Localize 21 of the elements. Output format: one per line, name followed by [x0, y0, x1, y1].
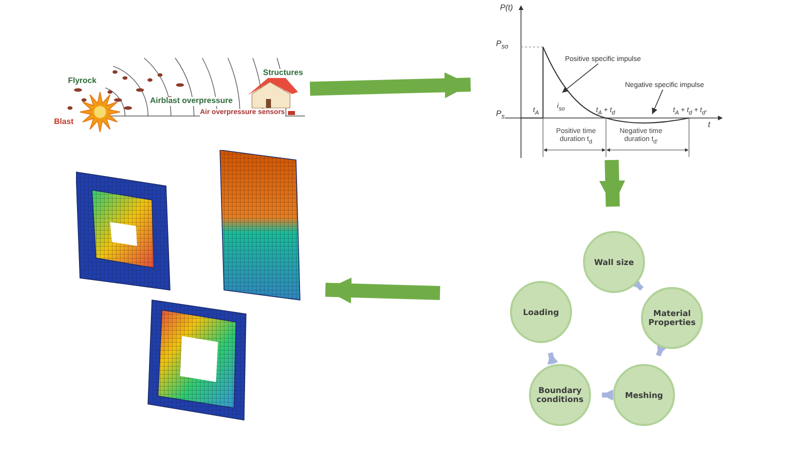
arrow: [325, 278, 440, 304]
leader-line: [562, 63, 599, 93]
process-circle: Material Properties: [641, 287, 703, 349]
axis-label: P$_{so}$: [496, 40, 508, 51]
process-circle: Wall size: [583, 231, 645, 293]
axis-label: P(t): [500, 4, 513, 13]
arrow: [599, 160, 626, 207]
axis-label: t: [708, 121, 710, 130]
arrow: [602, 390, 613, 400]
arrow: [656, 343, 668, 356]
illustration-label: Blast: [54, 118, 74, 127]
arrow: [310, 72, 471, 98]
process-circle: Loading: [510, 281, 572, 343]
illustration-label: Flyrock: [68, 77, 96, 86]
process-circle: Boundary conditions: [529, 364, 591, 426]
arrow: [547, 352, 558, 365]
leader-line: [652, 89, 664, 114]
axis-label: P$_{s}$: [496, 110, 505, 121]
illustration-label: Structures: [263, 69, 304, 78]
illustration-label: Airblast overpressure: [150, 97, 233, 106]
process-circle: Meshing: [613, 364, 675, 426]
